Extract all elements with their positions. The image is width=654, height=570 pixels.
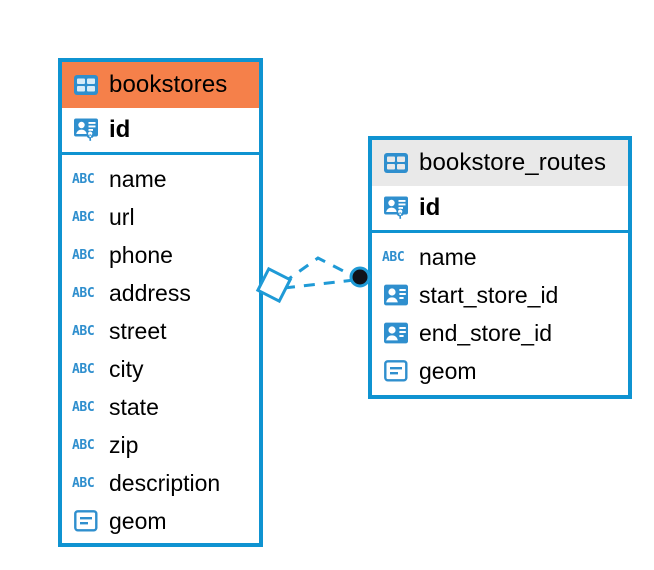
field-label: city: [109, 355, 144, 382]
field-label: start_store_id: [419, 281, 559, 308]
entity-bookstore-routes[interactable]: bookstore_routes id: [368, 136, 632, 399]
field-label: name: [109, 165, 167, 192]
field-row-end-store-id[interactable]: end_store_id: [372, 314, 628, 352]
abc-text-icon: ABC: [72, 209, 95, 225]
field-label: description: [109, 469, 221, 496]
abc-text-icon: ABC: [72, 323, 95, 339]
geometry-icon: [72, 507, 100, 535]
field-label: url: [109, 203, 135, 230]
entity-name: bookstores: [109, 71, 228, 98]
field-row-street[interactable]: ABC street: [62, 312, 259, 350]
foreign-key-icon: [382, 281, 410, 309]
field-row-geom[interactable]: geom: [62, 502, 259, 540]
entity-header-bookstores[interactable]: bookstores: [62, 62, 259, 108]
abc-text-icon: ABC: [72, 361, 95, 377]
abc-text-icon: ABC: [72, 285, 95, 301]
field-row-name[interactable]: ABC name: [62, 160, 259, 198]
field-row-start-store-id[interactable]: start_store_id: [372, 276, 628, 314]
field-row-state[interactable]: ABC state: [62, 388, 259, 426]
field-label: geom: [419, 357, 477, 384]
field-label: geom: [109, 507, 167, 534]
abc-text-icon: ABC: [72, 247, 95, 263]
field-label: address: [109, 279, 191, 306]
field-row-url[interactable]: ABC url: [62, 198, 259, 236]
field-label: name: [419, 243, 477, 270]
field-label: end_store_id: [419, 319, 552, 346]
table-icon: [72, 71, 100, 99]
field-label: state: [109, 393, 159, 420]
field-label: zip: [109, 431, 139, 458]
field-label: street: [109, 317, 167, 344]
field-row-geom[interactable]: geom: [372, 352, 628, 390]
field-row-city[interactable]: ABC city: [62, 350, 259, 388]
field-row-address[interactable]: ABC address: [62, 274, 259, 312]
field-label: phone: [109, 241, 173, 268]
field-row-name[interactable]: ABC name: [372, 238, 628, 276]
geometry-icon: [382, 357, 410, 385]
field-list-bookstores: ABC name ABC url ABC phone ABC address A…: [62, 155, 259, 546]
field-list-bookstore-routes: ABC name start_store_id: [372, 233, 628, 396]
abc-text-icon: ABC: [382, 249, 405, 265]
field-row-primary-key[interactable]: id: [62, 108, 259, 155]
foreign-key-icon: [382, 319, 410, 347]
relationship-circle-endpoint: [349, 266, 371, 288]
field-row-primary-key[interactable]: id: [372, 186, 628, 233]
field-label: id: [419, 194, 441, 221]
entity-header-bookstore-routes[interactable]: bookstore_routes: [372, 140, 628, 186]
primary-key-icon: [72, 116, 100, 144]
relationship-line-upper: [282, 256, 356, 285]
entity-bookstores[interactable]: bookstores id: [58, 58, 263, 547]
abc-text-icon: ABC: [72, 399, 95, 415]
field-row-zip[interactable]: ABC zip: [62, 426, 259, 464]
abc-text-icon: ABC: [72, 171, 95, 187]
table-icon: [382, 149, 410, 177]
abc-text-icon: ABC: [72, 437, 95, 453]
entity-name: bookstore_routes: [419, 149, 607, 176]
field-row-description[interactable]: ABC description: [62, 464, 259, 502]
relationship-line-lower: [283, 278, 356, 290]
primary-key-icon: [382, 194, 410, 222]
abc-text-icon: ABC: [72, 475, 95, 491]
field-row-phone[interactable]: ABC phone: [62, 236, 259, 274]
field-label: id: [109, 116, 131, 143]
